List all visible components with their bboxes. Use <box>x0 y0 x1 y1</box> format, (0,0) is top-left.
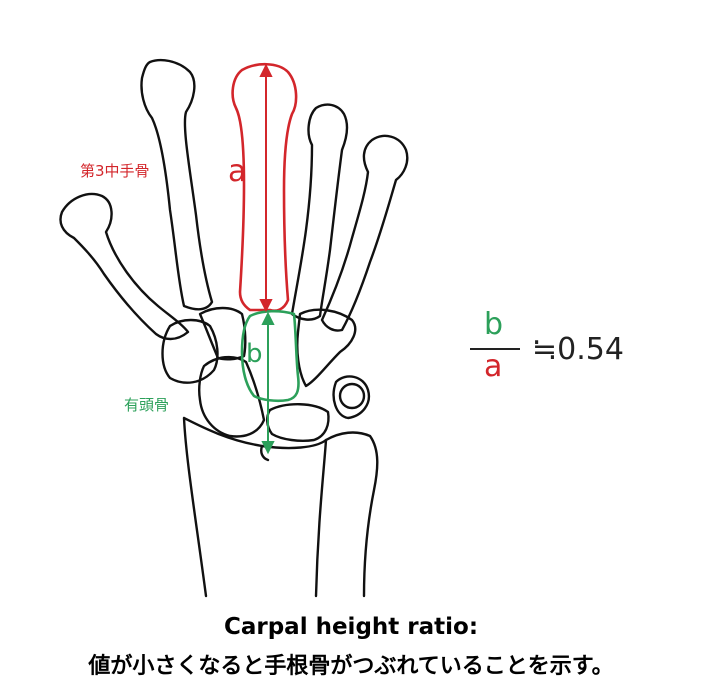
measurement-label-b: b <box>246 339 263 369</box>
ring-metacarpal-outline <box>290 103 349 321</box>
capitate-label: 有頭骨 <box>124 396 170 414</box>
radius-outline <box>182 416 328 598</box>
caption-description: 値が小さくなると手根骨がつぶれていることを示す。 <box>88 654 614 679</box>
thumb-metacarpal-outline <box>59 192 190 341</box>
index-metacarpal-outline <box>140 58 214 311</box>
radius-joint-line <box>260 444 270 462</box>
trapezoid-outline <box>198 306 247 361</box>
fraction-denominator: a <box>484 349 503 384</box>
ulna-outline <box>324 431 379 598</box>
trapezium-outline <box>161 318 219 384</box>
lunate-outline <box>266 403 330 442</box>
measurement-label-a: a <box>228 154 247 189</box>
measurement-arrow-a <box>259 63 273 313</box>
fraction-numerator: b <box>484 307 504 342</box>
caption-title: Carpal height ratio: <box>223 614 479 640</box>
ratio-value: ≒0.54 <box>532 332 624 367</box>
pisiform-outline <box>338 382 366 410</box>
little-metacarpal-outline <box>320 134 409 332</box>
fraction-bar <box>470 348 520 350</box>
triquetrum-outline <box>332 375 371 420</box>
third-metacarpal-outline <box>231 62 298 312</box>
hamate-outline <box>296 308 357 388</box>
measurement-arrow-b <box>261 311 275 455</box>
capitate-outline <box>240 309 300 403</box>
third-metacarpal-label: 第3中手骨 <box>80 162 150 180</box>
